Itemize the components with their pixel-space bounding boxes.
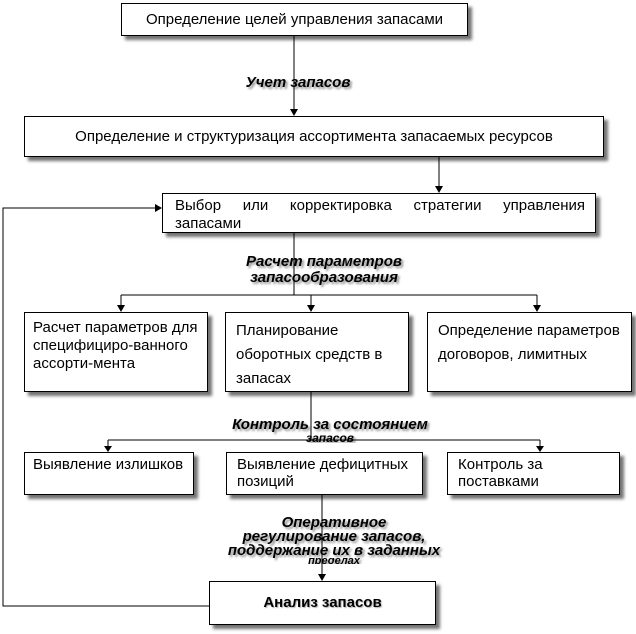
label-accounting: Учет запасов: [245, 74, 351, 91]
box-calc-params: Расчет параметров для специфициро-ванног…: [24, 312, 208, 392]
box-assortment: Определение и структуризация ассортимент…: [24, 116, 604, 157]
label-operative: Оперативное регулирование запасов, подде…: [227, 514, 441, 564]
arrowhead-surplus: [104, 446, 112, 452]
arrowhead-calc-params: [117, 305, 125, 312]
box-surplus-text: Выявление излишков: [33, 456, 184, 473]
box-strategy-text: Выбор или корректировка стратегии управл…: [175, 197, 585, 232]
arrowhead-contract: [533, 305, 541, 312]
box-delivery-control-text: Контроль за поставками: [458, 456, 543, 490]
arrowhead-feedback: [155, 204, 162, 212]
box-surplus: Выявление излишков: [24, 452, 194, 495]
arrowhead-delivery: [536, 446, 544, 452]
box-assortment-text: Определение и структуризация ассортимент…: [75, 127, 553, 145]
box-analysis-text: Анализ запасов: [263, 594, 382, 611]
label-calc-params: Расчет параметров запасообразования: [246, 253, 402, 286]
box-analysis: Анализ запасов: [209, 581, 436, 625]
box-delivery-control: Контроль за поставками: [447, 452, 620, 495]
box-planning-text: Планирование оборотных средств в запасах: [236, 322, 383, 387]
arrowhead-strategy: [435, 186, 443, 193]
box-contract-params: Определение параметров договоров, лимитн…: [427, 312, 632, 392]
box-strategy: Выбор или корректировка стратегии управл…: [162, 193, 596, 233]
box-contract-params-text: Определение параметров договоров, лимитн…: [438, 322, 620, 363]
box-deficit-text: Выявление дефицитных позиций: [237, 456, 409, 490]
arrowhead-analysis: [318, 574, 326, 581]
arrowhead-planning: [307, 305, 315, 312]
box-calc-params-text: Расчет параметров для специфициро-ванног…: [33, 319, 198, 372]
box-deficit: Выявление дефицитных позиций: [226, 452, 423, 495]
arrowhead-assortment: [290, 109, 298, 116]
box-planning: Планирование оборотных средств в запасах: [225, 312, 409, 392]
label-control: Контроль за состоянием запасов: [232, 416, 428, 444]
box-goals: Определение целей управления запасами: [121, 3, 468, 36]
feedback-loop-line: [2, 207, 209, 607]
box-goals-text: Определение целей управления запасами: [145, 10, 444, 28]
